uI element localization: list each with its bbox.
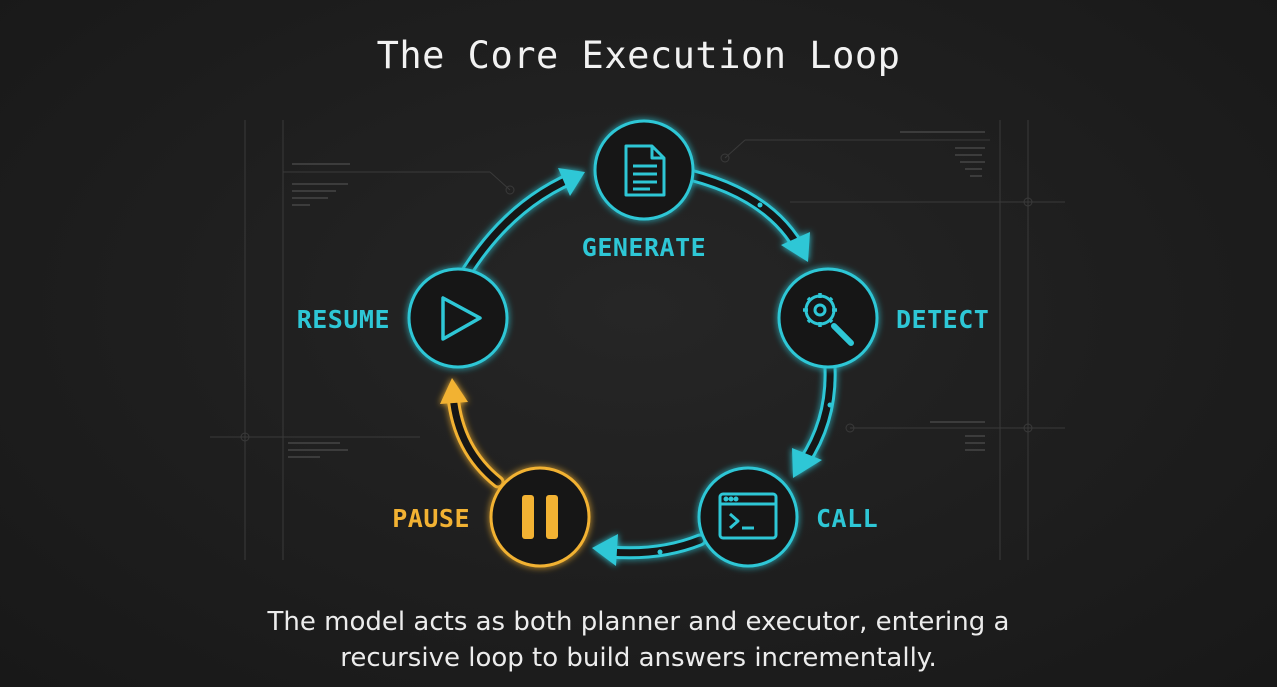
caption-line-2: recursive loop to build answers incremen… [340,643,937,673]
arrow-pause-to-resume [440,378,505,489]
play-icon [441,296,482,341]
background-grid-lines [210,120,1065,560]
node-call [697,466,799,568]
node-label-generate: GENERATE [582,233,706,262]
arrow-generate-to-detect [683,168,810,262]
node-generate [593,119,695,221]
page-title: The Core Execution Loop [376,34,901,77]
background-text-dashes [288,131,985,458]
arrow-resume-to-generate [461,168,585,277]
caption-line-1: The model acts as both planner and execu… [267,607,1010,637]
node-resume [407,267,509,369]
caption: The model acts as both planner and execu… [0,604,1277,676]
pause-icon [522,495,558,539]
document-icon [624,144,666,197]
node-label-detect: DETECT [896,305,989,334]
node-pause [489,466,591,568]
gear-search-icon [803,293,854,346]
arrow-detect-to-call [792,361,837,478]
terminal-icon [718,492,778,540]
node-detect [777,267,879,369]
node-label-call: CALL [816,504,878,533]
arrow-call-to-pause [592,533,707,566]
node-label-resume: RESUME [297,305,390,334]
node-label-pause: PAUSE [392,504,470,533]
